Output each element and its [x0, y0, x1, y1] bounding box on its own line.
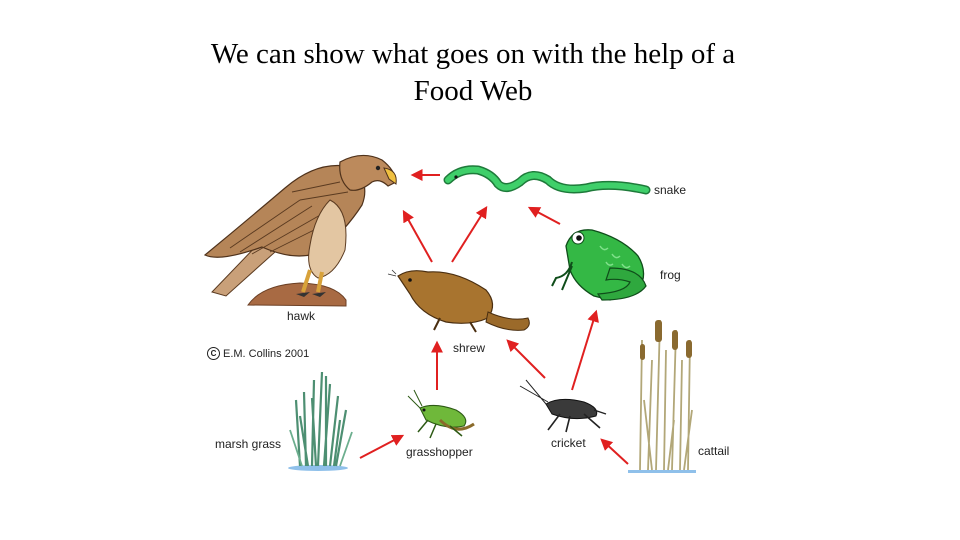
snake-illustration	[448, 170, 646, 190]
arrow-shrew-to-hawk-1	[404, 212, 432, 262]
marsh-grass-illustration	[288, 372, 352, 471]
arrow-frog-to-snake	[530, 208, 560, 224]
hawk-illustration	[205, 155, 396, 306]
label-shrew: shrew	[453, 341, 485, 355]
label-marsh-grass: marsh grass	[215, 437, 281, 451]
cricket-illustration	[520, 380, 606, 432]
label-snake: snake	[654, 183, 686, 197]
label-hawk: hawk	[287, 309, 315, 323]
credit-text: E.M. Collins 2001	[223, 348, 309, 360]
arrow-shrew-to-hawk-2	[452, 208, 486, 262]
label-frog: frog	[660, 268, 681, 282]
arrow-cricket-to-shrew	[508, 341, 545, 378]
grasshopper-illustration	[408, 390, 474, 438]
label-grasshopper: grasshopper	[406, 445, 473, 459]
label-cattail: cattail	[698, 444, 729, 458]
arrow-cricket-to-frog	[572, 312, 596, 390]
label-cricket: cricket	[551, 436, 586, 450]
shrew-illustration	[388, 270, 529, 332]
copyright-credit: C E.M. Collins 2001	[207, 347, 309, 360]
copyright-icon: C	[207, 347, 220, 360]
cattail-illustration	[628, 320, 696, 473]
arrow-grass-to-grasshopper	[360, 436, 402, 458]
arrow-cattail-to-cricket	[602, 440, 628, 464]
frog-illustration	[552, 230, 646, 300]
